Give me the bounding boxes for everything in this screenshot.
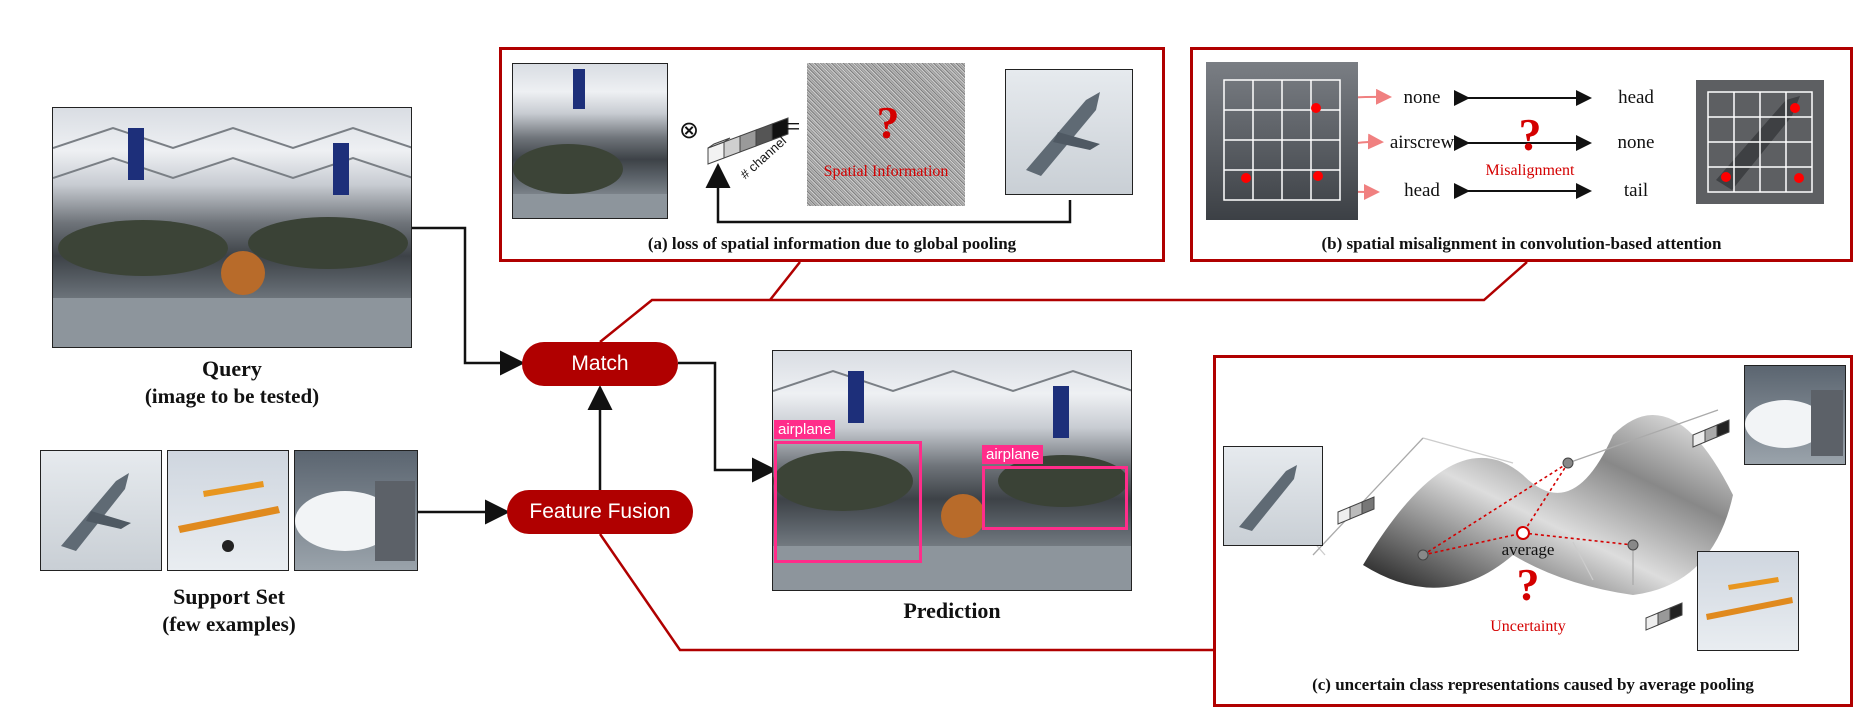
- support-subtitle: (few examples): [162, 612, 296, 636]
- otimes-symbol: ⊗: [678, 118, 700, 144]
- left-word-1: none: [1403, 87, 1441, 108]
- propplane-icon: [1706, 577, 1793, 620]
- panel-b-grid-right: [1696, 80, 1824, 204]
- support-image-jet: [40, 450, 162, 571]
- average-label: average: [1501, 540, 1555, 559]
- bounding-box-2: [982, 466, 1128, 530]
- panel-c: [1213, 355, 1853, 707]
- spatial-information-label: Spatial Information: [823, 163, 949, 180]
- misalignment-label: Misalignment: [1485, 162, 1575, 179]
- panel-c-airliner-thumb: [1744, 365, 1846, 465]
- query-image: [52, 107, 412, 348]
- callout-a2-line: [769, 261, 801, 301]
- prediction-title: Prediction: [903, 598, 1001, 623]
- panel-a-query-thumb: [512, 63, 668, 219]
- panel-b-caption: (b) spatial misalignment in convolution-…: [1321, 234, 1722, 253]
- panel-c-caption: (c) uncertain class representations caus…: [1312, 675, 1754, 694]
- propplane-icon: [178, 481, 280, 552]
- hangar-thumb-icon: [513, 69, 667, 218]
- uncertainty-label: Uncertainty: [1490, 618, 1566, 635]
- right-word-2: none: [1617, 132, 1655, 153]
- support-image-airliner: [294, 450, 418, 571]
- right-word-3: tail: [1623, 180, 1649, 201]
- airliner-icon: [1745, 390, 1843, 456]
- manifold-surface: [1285, 409, 1733, 631]
- query-to-match-arrow: [412, 226, 525, 376]
- panel-a-jet-thumb: [1005, 69, 1133, 195]
- left-word-3: head: [1404, 180, 1440, 201]
- hangar-scene-icon: [53, 126, 411, 347]
- query-title: Query: [202, 356, 262, 381]
- query-subtitle: (image to be tested): [144, 384, 320, 408]
- panel-b: [1190, 47, 1853, 262]
- panel-a: [499, 47, 1165, 262]
- left-word-2: airscrew: [1389, 132, 1455, 153]
- panel-a-caption: (a) loss of spatial information due to g…: [647, 234, 1017, 253]
- noise-image: [807, 63, 965, 206]
- panel-b-grid-left: [1206, 62, 1358, 220]
- jet-icon: [61, 473, 131, 551]
- panel-b-question-mark: ?: [1518, 109, 1542, 160]
- panel-c-question-mark: ?: [1516, 559, 1540, 610]
- grid-overlay-icon: [1707, 91, 1813, 193]
- equals-symbol: =: [785, 112, 801, 141]
- right-word-1: head: [1618, 87, 1654, 108]
- panel-a-question-mark: ?: [876, 97, 900, 148]
- panel-c-propplane-thumb: [1697, 551, 1799, 651]
- airliner-icon: [295, 481, 415, 561]
- support-title: Support Set: [173, 584, 285, 609]
- callout-c-line: [598, 533, 1213, 652]
- panel-a-feedback-arrow: [705, 163, 1072, 224]
- jet-icon: [1239, 465, 1297, 531]
- grid-overlay-icon: [1223, 79, 1341, 201]
- match-node: Match: [522, 342, 678, 386]
- match-to-prediction-arrow: [678, 361, 777, 483]
- panel-c-jet-thumb: [1223, 446, 1323, 546]
- support-image-propplane: [167, 450, 289, 571]
- feature-fusion-node: Feature Fusion: [507, 490, 693, 534]
- box-label-2: airplane: [982, 445, 1044, 464]
- channel-vector-icon: [707, 117, 789, 165]
- bounding-box-1: [774, 441, 922, 563]
- callout-a-line: [599, 261, 1528, 343]
- box-label-1: airplane: [774, 420, 836, 439]
- jet-icon: [1026, 92, 1100, 176]
